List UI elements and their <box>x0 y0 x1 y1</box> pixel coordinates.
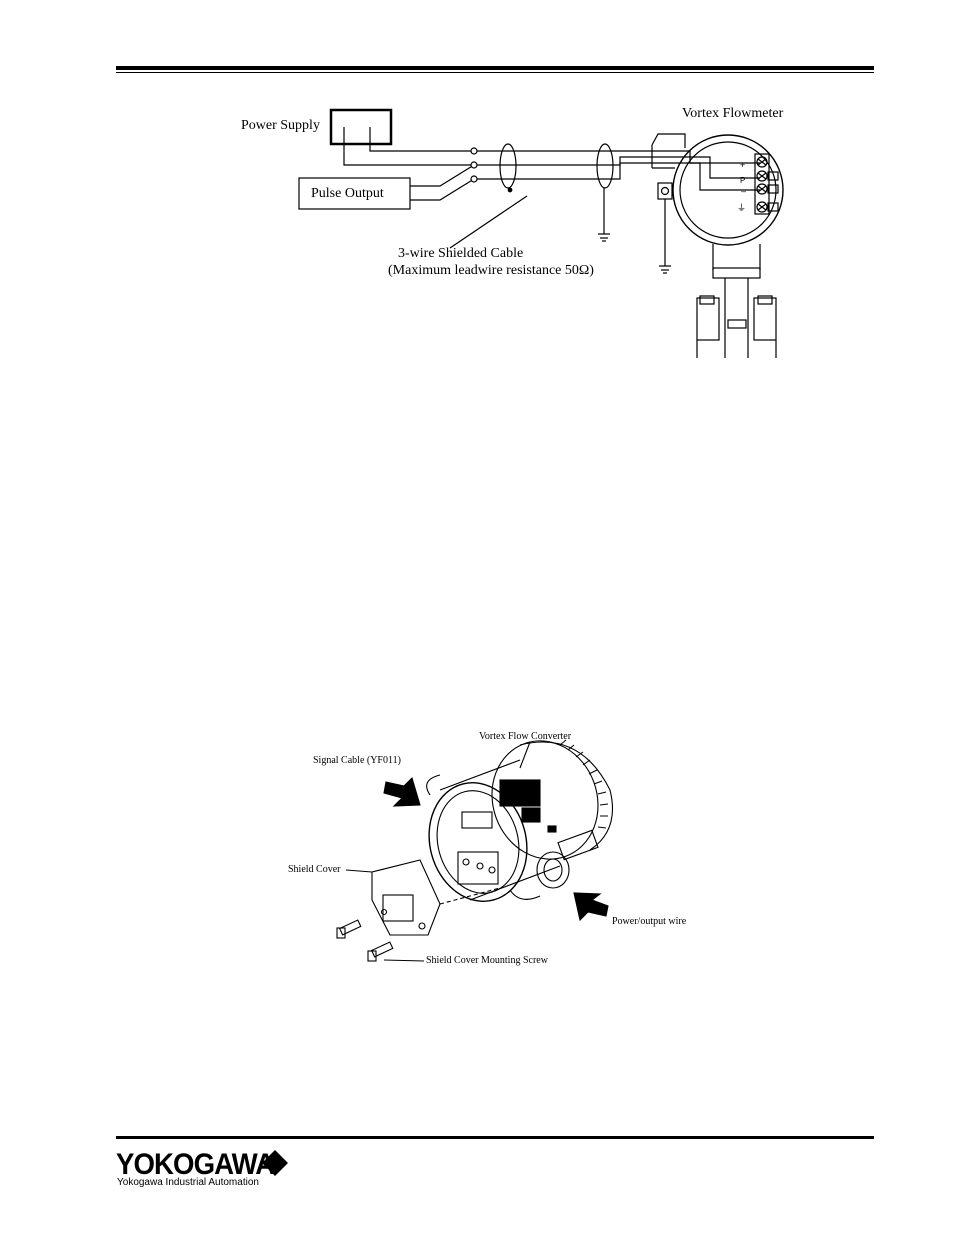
signal-cable-arrow <box>383 776 421 807</box>
yokogawa-subtitle: Yokogawa Industrial Automation <box>117 1177 259 1188</box>
yokogawa-diamond-icon <box>262 1150 288 1176</box>
shield-cover-label: Shield Cover <box>288 864 341 875</box>
terminal-p-label: P <box>740 176 746 185</box>
mounting-screws <box>336 919 394 962</box>
power-supply-label: Power Supply <box>241 118 320 133</box>
header-rule-thin <box>116 72 874 73</box>
terminal-ground-label: ⏚ <box>737 203 747 213</box>
shield-cover <box>371 859 441 936</box>
footer-rule <box>116 1136 874 1139</box>
cable-label-line1: 3-wire Shielded Cable <box>398 246 524 261</box>
shield-cover-screw-label: Shield Cover Mounting Screw <box>426 955 548 966</box>
pulse-output-box <box>298 177 411 210</box>
vortex-flowmeter-label: Vortex Flowmeter <box>682 106 784 121</box>
signal-cable-label: Signal Cable (YF011) <box>313 755 401 766</box>
power-output-wire-label: Power/output wire <box>612 916 687 927</box>
header-rule-thick <box>116 66 874 70</box>
pulse-output-label: Pulse Output <box>311 186 384 201</box>
terminal-plus-label: + <box>740 160 746 170</box>
power-supply-box <box>329 108 393 146</box>
vortex-flow-converter-label: Vortex Flow Converter <box>479 731 572 742</box>
power-wire-arrow <box>573 892 609 922</box>
terminal-minus-label: – <box>741 186 747 196</box>
cable-label-line2: (Maximum leadwire resistance 50Ω) <box>388 263 594 278</box>
yokogawa-logo-text: YOKOGAWA <box>116 1148 275 1181</box>
